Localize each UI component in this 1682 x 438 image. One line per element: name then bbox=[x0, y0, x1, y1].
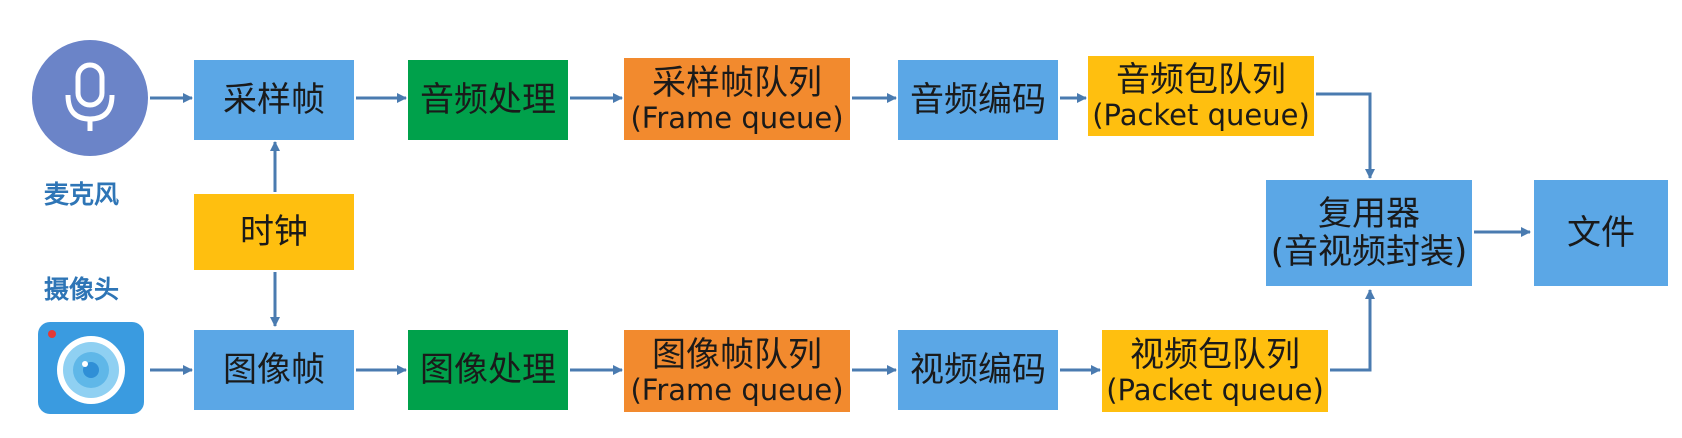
video-packet-queue-title: 视频包队列 bbox=[1130, 334, 1300, 375]
image-processing-box: 图像处理 bbox=[408, 330, 568, 410]
arrow-audiopacket-to-muxer bbox=[1316, 92, 1375, 179]
muxer-title: 复用器 bbox=[1318, 193, 1420, 234]
microphone-device bbox=[32, 40, 148, 156]
image-frame-label: 图像帧 bbox=[223, 349, 325, 390]
image-frame-queue-box: 图像帧队列 (Frame queue) bbox=[624, 330, 850, 412]
video-encoding-box: 视频编码 bbox=[898, 330, 1058, 410]
image-processing-label: 图像处理 bbox=[420, 349, 556, 390]
sample-frame-label: 采样帧 bbox=[223, 79, 325, 120]
audio-processing-label: 音频处理 bbox=[420, 79, 556, 120]
audio-frame-queue-sub: (Frame queue) bbox=[630, 100, 844, 135]
audio-encoding-box: 音频编码 bbox=[898, 60, 1058, 140]
muxer-box: 复用器 (音视频封装) bbox=[1266, 180, 1472, 286]
file-label: 文件 bbox=[1567, 212, 1635, 253]
camera-device bbox=[38, 322, 144, 414]
arrow-videopacket-to-muxer bbox=[1330, 289, 1375, 372]
video-packet-queue-sub: (Packet queue) bbox=[1106, 372, 1324, 407]
audio-frame-queue-box: 采样帧队列 (Frame queue) bbox=[624, 58, 850, 140]
video-encoding-label: 视频编码 bbox=[910, 349, 1046, 390]
audio-processing-box: 音频处理 bbox=[408, 60, 568, 140]
image-frame-box: 图像帧 bbox=[194, 330, 354, 410]
microphone-icon bbox=[65, 62, 115, 131]
camera-label: 摄像头 bbox=[44, 275, 120, 304]
audio-packet-queue-sub: (Packet queue) bbox=[1092, 97, 1310, 132]
clock-label: 时钟 bbox=[240, 211, 308, 252]
audio-packet-queue-box: 音频包队列 (Packet queue) bbox=[1088, 56, 1314, 136]
video-packet-queue-box: 视频包队列 (Packet queue) bbox=[1102, 330, 1328, 412]
camera-icon bbox=[48, 330, 125, 404]
sample-frame-box: 采样帧 bbox=[194, 60, 354, 140]
image-frame-queue-title: 图像帧队列 bbox=[652, 334, 822, 375]
image-frame-queue-sub: (Frame queue) bbox=[630, 372, 844, 407]
audio-encoding-label: 音频编码 bbox=[910, 79, 1046, 120]
audio-packet-queue-title: 音频包队列 bbox=[1116, 59, 1286, 100]
muxer-sub: (音视频封装) bbox=[1270, 232, 1468, 272]
microphone-label: 麦克风 bbox=[44, 180, 120, 209]
file-box: 文件 bbox=[1534, 180, 1668, 286]
audio-frame-queue-title: 采样帧队列 bbox=[652, 62, 822, 103]
clock-box: 时钟 bbox=[194, 194, 354, 270]
